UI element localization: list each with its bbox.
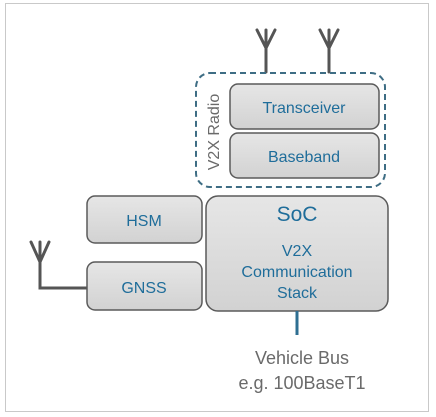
transceiver-label: Transceiver: [263, 100, 347, 117]
gnss-antenna-icon: [29, 240, 89, 290]
gnss-box: [86, 261, 203, 311]
hsm-label: HSM: [126, 213, 162, 230]
vehicle-bus-label: Vehicle Bus: [255, 348, 349, 368]
baseband-box: [229, 132, 380, 179]
vehicle-bus-example: e.g. 100BaseT1: [238, 373, 365, 393]
v2x-radio-label: V2X Radio: [206, 94, 223, 171]
transceiver-box: [229, 83, 380, 130]
v2x-radio-group: [195, 72, 386, 188]
soc-stack-line-1: V2X: [282, 243, 313, 260]
soc-stack-line-2: Communication: [241, 264, 352, 281]
antenna-icon: [318, 28, 340, 74]
antenna-icon: [255, 28, 277, 74]
soc-stack-line-3: Stack: [277, 285, 318, 302]
soc-title: SoC: [277, 203, 318, 226]
hsm-box: [86, 195, 203, 244]
gnss-label: GNSS: [121, 280, 166, 297]
baseband-label: Baseband: [268, 149, 340, 166]
